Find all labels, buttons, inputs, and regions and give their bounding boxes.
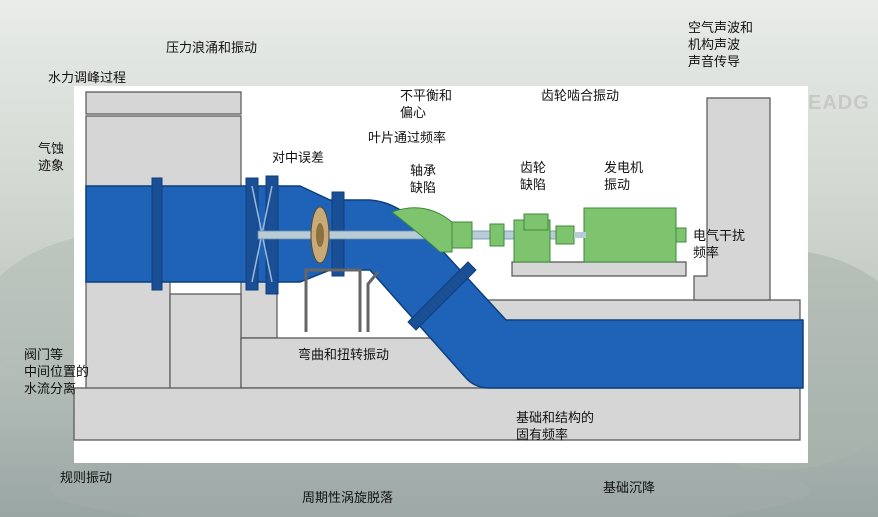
label-gear-mesh: 齿轮啮合振动 — [541, 89, 620, 104]
label-gear-defect: 齿轮 缺陷 — [520, 161, 547, 193]
label-hydraulic-peak: 水力调峰过程 — [48, 71, 127, 86]
label-vortex: 周期性涡旋脱落 — [302, 491, 394, 506]
label-electrical: 电气干扰 频率 — [693, 229, 746, 261]
label-alignment-error: 对中误差 — [272, 151, 325, 166]
label-blade-pass: 叶片通过频率 — [368, 131, 447, 146]
label-unbalance: 不平衡和 偏心 — [400, 89, 453, 121]
watermark-text: EADG — [808, 92, 870, 114]
label-settlement: 基础沉降 — [603, 481, 656, 496]
label-bearing-defect: 轴承 缺陷 — [410, 164, 437, 196]
label-pressure-surge: 压力浪涌和振动 — [166, 41, 258, 56]
label-regular-vibration: 规则振动 — [60, 471, 113, 486]
turbine-runner — [310, 206, 330, 264]
label-valve-flow: 阀门等 中间位置的 水流分离 — [24, 348, 90, 397]
turbine-shaft — [257, 230, 559, 240]
label-cavitation: 气蚀 迹象 — [38, 142, 65, 174]
label-generator-vibration: 发电机 振动 — [604, 161, 644, 193]
pipe-supports — [304, 268, 380, 332]
machinery — [390, 207, 687, 263]
label-acoustic: 空气声波和 机构声波 声音传导 — [688, 21, 754, 70]
label-foundation-frequency: 基础和结构的 固有频率 — [516, 411, 595, 443]
label-bend-torsion: 弯曲和扭转振动 — [298, 348, 390, 363]
